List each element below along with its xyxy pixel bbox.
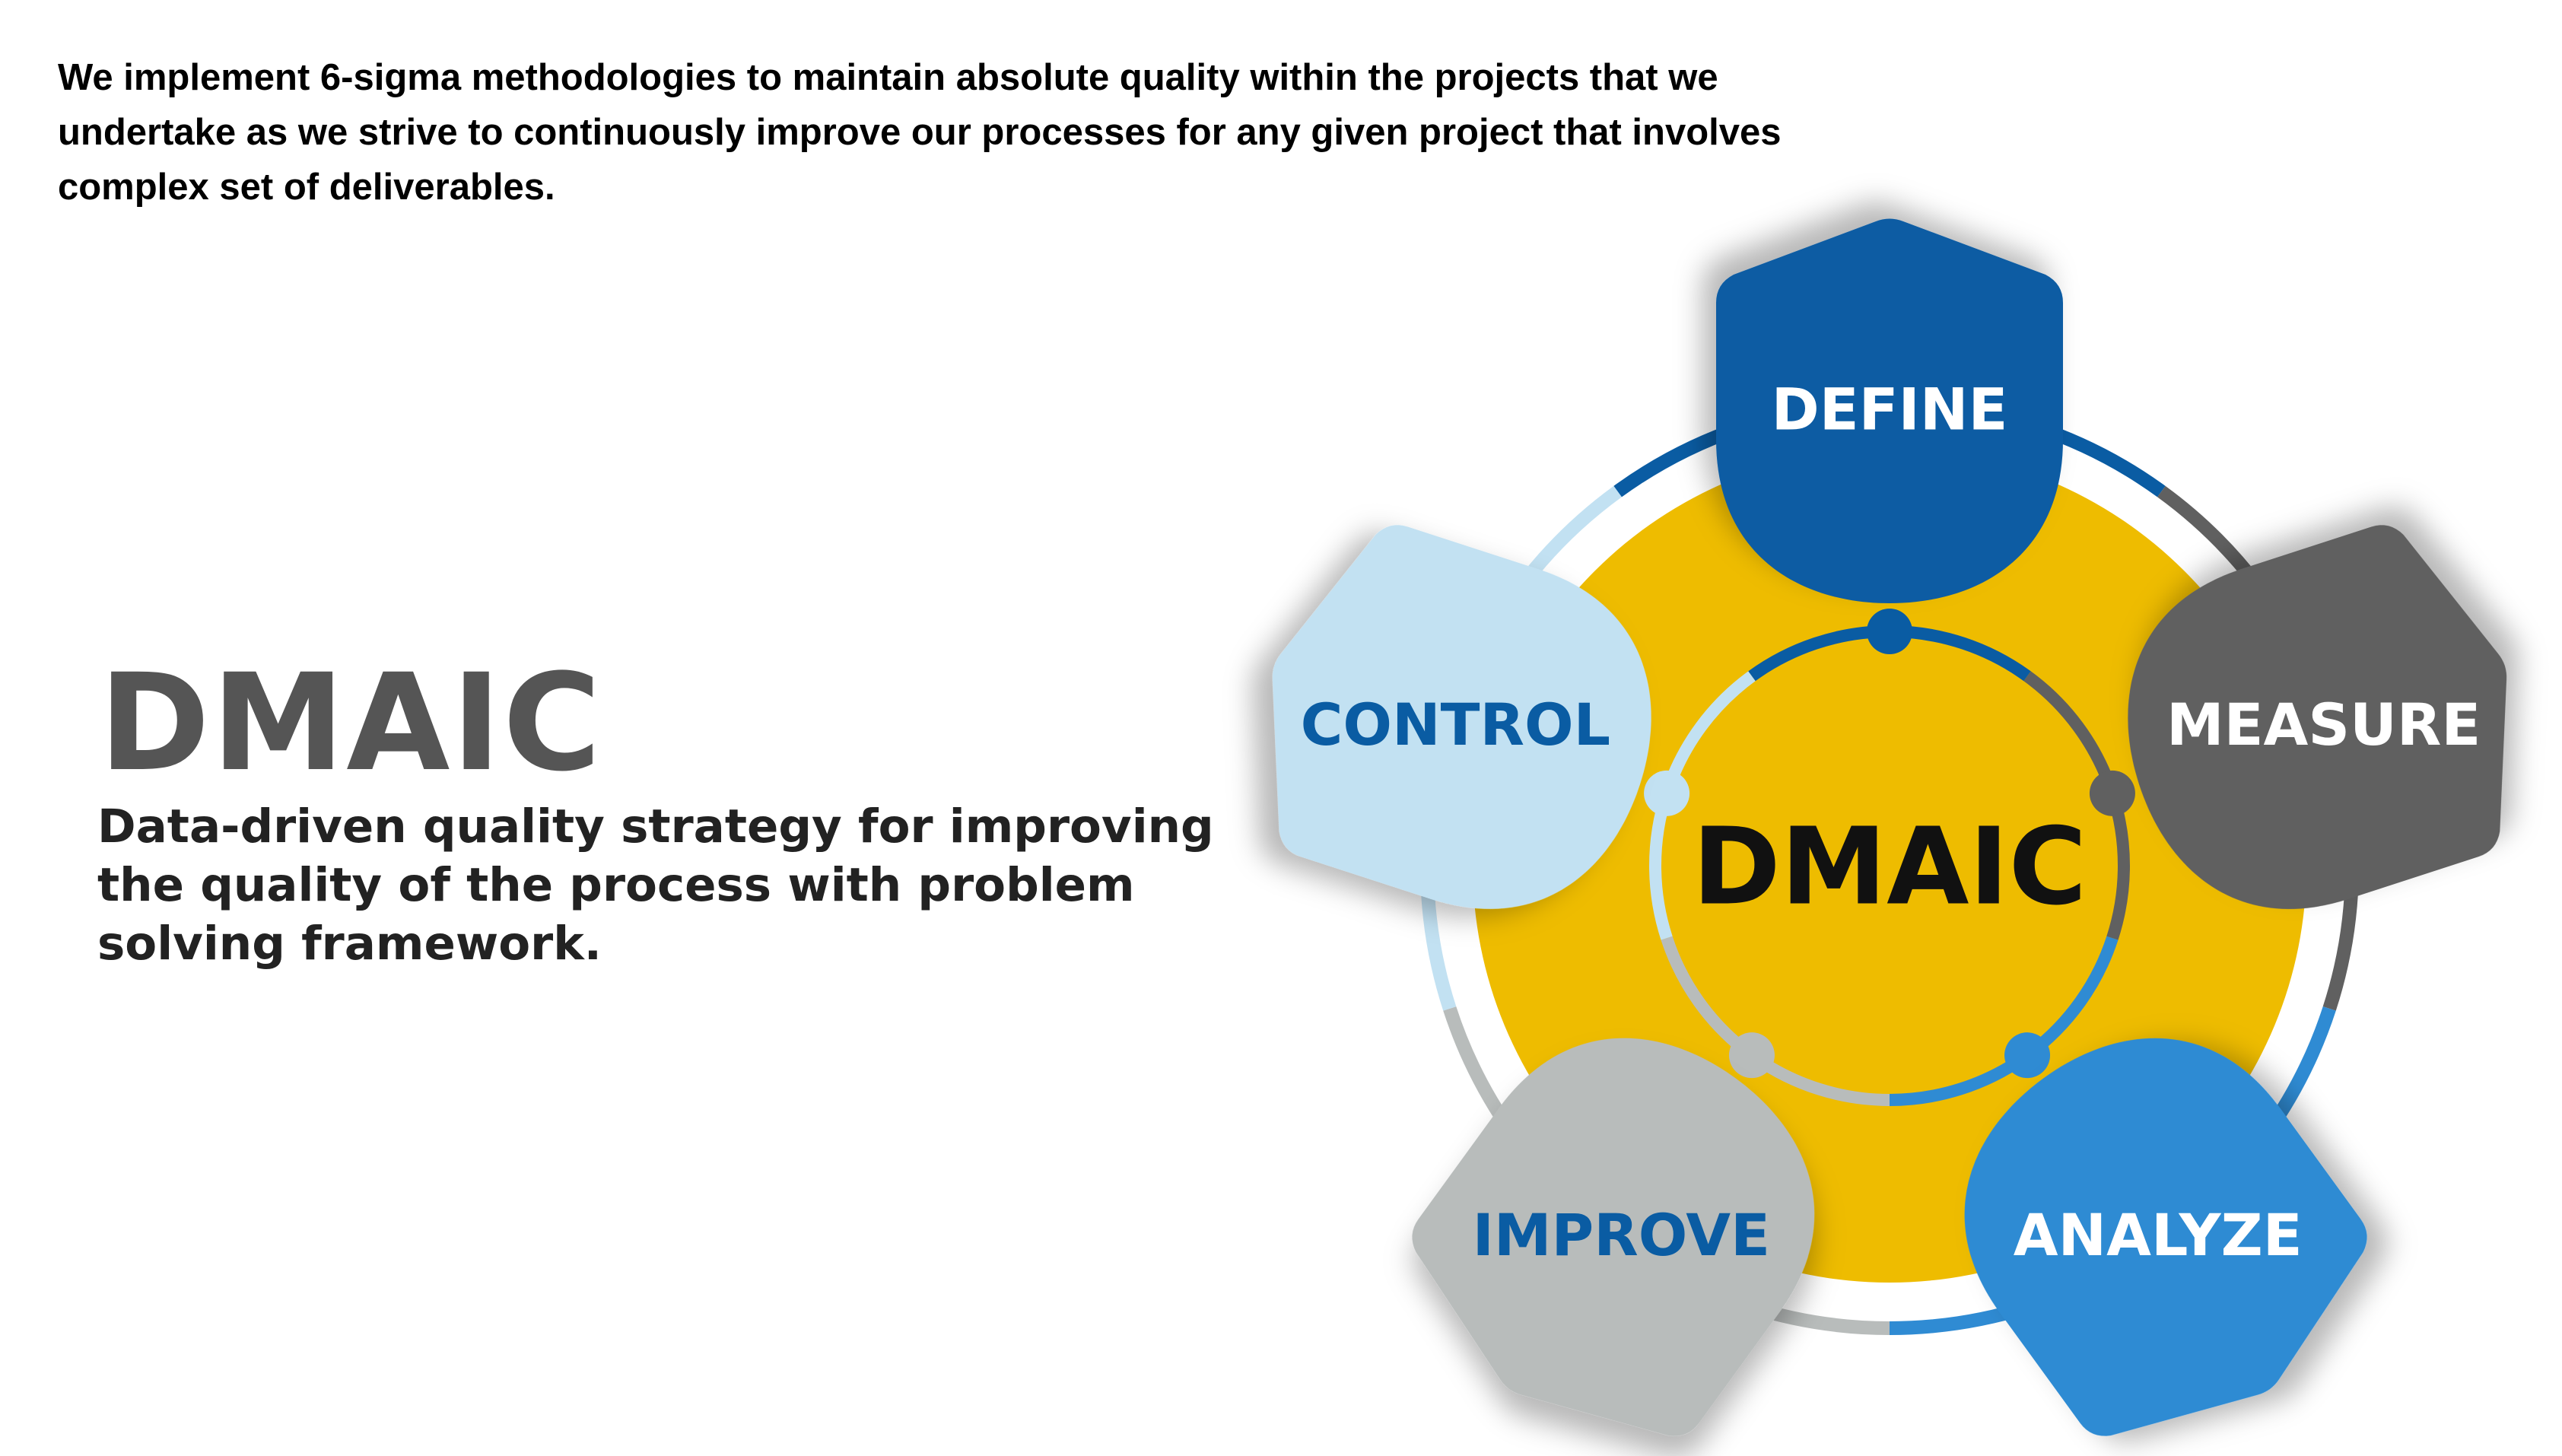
phase-shape-measure xyxy=(2128,525,2507,909)
phase-shape-improve xyxy=(1412,1038,1815,1436)
phase-label-control: CONTROL xyxy=(1301,691,1610,758)
phase-label-measure: MEASURE xyxy=(2166,691,2481,758)
phase-improve: IMPROVE xyxy=(1412,1038,1815,1436)
phase-shape-define xyxy=(1716,218,2063,603)
phase-shape-analyze xyxy=(1964,1038,2367,1436)
phase-label-improve: IMPROVE xyxy=(1473,1201,1770,1269)
dmaic-heading: DMAIC xyxy=(99,645,603,801)
center-label: DMAIC xyxy=(1693,806,2087,930)
inner-ring-node-measure xyxy=(2089,770,2135,816)
inner-ring xyxy=(1644,609,2135,1106)
intro-paragraph: We implement 6-sigma methodologies to ma… xyxy=(58,57,1782,208)
phase-analyze: ANALYZE xyxy=(1964,1038,2367,1436)
phase-label-define: DEFINE xyxy=(1772,376,2008,443)
phase-measure: MEASURE xyxy=(2128,525,2507,909)
inner-ring-node-analyze xyxy=(2004,1032,2051,1079)
phase-label-analyze: ANALYZE xyxy=(2014,1201,2303,1269)
inner-ring-node-define xyxy=(1867,609,1912,654)
inner-ring-node-control xyxy=(1644,770,1690,816)
phase-control: CONTROL xyxy=(1272,525,1651,909)
dmaic-description: Data-driven quality strategy for improvi… xyxy=(97,800,1214,971)
phase-define: DEFINE xyxy=(1716,218,2063,603)
inner-ring-node-improve xyxy=(1728,1032,1775,1079)
phase-shape-control xyxy=(1272,525,1651,909)
